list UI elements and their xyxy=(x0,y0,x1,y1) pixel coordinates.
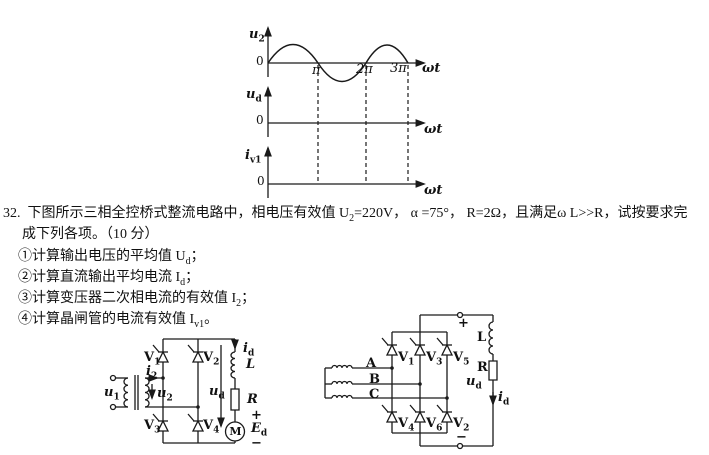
thyristor-v3-label: V3 xyxy=(144,418,161,436)
thyristor-v5-label: V5 xyxy=(453,350,470,368)
question-item-1: ①计算输出电压的平均值 Ud； xyxy=(18,249,205,267)
ud-label: ud xyxy=(209,384,225,402)
phase-b-label: B xyxy=(369,372,380,387)
inductor-L xyxy=(231,352,235,378)
question-line-2: 成下列各项。（10 分） xyxy=(22,227,159,242)
ed-plus-label: + xyxy=(251,408,262,423)
question-item-2: ②计算直流输出平均电流 Id； xyxy=(18,270,200,288)
thyristor-v2-label: V2 xyxy=(203,350,220,368)
single-phase-bridge-diagram xyxy=(95,332,270,454)
motor-M-label: M xyxy=(229,425,242,438)
wt-axis-label-2: ωt xyxy=(424,122,443,137)
phase-c-winding xyxy=(332,396,352,399)
resistor-R xyxy=(489,361,497,380)
three-phase-bridge-diagram xyxy=(320,307,505,452)
thyristor-v6-label: V6 xyxy=(426,416,443,434)
iv1-axes xyxy=(264,146,426,198)
ud-label: ud xyxy=(466,374,482,392)
thyristor-v4-label: V4 xyxy=(398,416,415,434)
inductor-L xyxy=(489,322,493,354)
ed-minus-label: − xyxy=(251,436,262,451)
origin-label-3: 0 xyxy=(257,174,265,188)
phase-a-winding xyxy=(332,366,352,369)
thyristor-v1-label: V1 xyxy=(398,350,415,368)
iv1-axis-label: iv1 xyxy=(245,148,262,166)
plus-label: + xyxy=(458,316,469,331)
question-line-1: 32. 下图所示三相全控桥式整流电路中，相电压有效值 U2=220V， α =7… xyxy=(3,206,688,224)
question-item-3: ③计算变压器二次相电流的有效值 I2； xyxy=(18,291,256,309)
u1-label: u1 xyxy=(104,385,120,403)
question-item-4: ④计算晶闸管的电流有效值 Iv1。 xyxy=(18,312,219,330)
dashed-guides xyxy=(318,65,408,184)
threepi-tick-label: 3π xyxy=(390,61,407,76)
thyristor-v2-label: V2 xyxy=(453,416,470,434)
ed-label: Ed xyxy=(251,421,268,439)
minus-label: − xyxy=(456,430,467,445)
wt-axis-label-1: ωt xyxy=(422,61,441,76)
origin-label-1: 0 xyxy=(256,54,264,68)
terminal-top xyxy=(111,376,116,381)
ud-axes xyxy=(264,86,426,137)
twopi-tick-label: 2π xyxy=(356,62,373,77)
u2-axes xyxy=(264,26,426,82)
thyristor-v3-label: V3 xyxy=(426,350,443,368)
question-number: 32. xyxy=(3,206,21,221)
resistor-R-label: R xyxy=(477,360,488,375)
wt-axis-label-3: ωt xyxy=(424,183,443,198)
secondary-winding xyxy=(145,378,149,407)
i2-label: i2 xyxy=(146,364,158,382)
terminal-bottom xyxy=(111,405,116,410)
inductor-L-label: L xyxy=(477,330,487,345)
resistor-R xyxy=(231,389,239,410)
inductor-L-label: L xyxy=(246,357,256,372)
u2-label: u2 xyxy=(157,386,173,404)
waveform-plot xyxy=(264,26,426,215)
u2-axis-label: u2 xyxy=(249,27,265,45)
phase-b-winding xyxy=(332,382,352,385)
sine-wave xyxy=(268,45,408,82)
primary-winding xyxy=(124,378,128,407)
phase-a-label: A xyxy=(366,356,377,371)
phase-c-label: C xyxy=(369,387,380,402)
id-label: id xyxy=(498,390,510,408)
resistor-R-label: R xyxy=(247,392,258,407)
ud-axis-label: ud xyxy=(246,87,262,105)
pi-tick-label: π xyxy=(312,63,321,78)
origin-label-2: 0 xyxy=(256,113,264,127)
id-label: id xyxy=(243,341,255,359)
thyristor-v4-label: V4 xyxy=(203,418,220,436)
thyristor-v1-label: V1 xyxy=(144,350,161,368)
